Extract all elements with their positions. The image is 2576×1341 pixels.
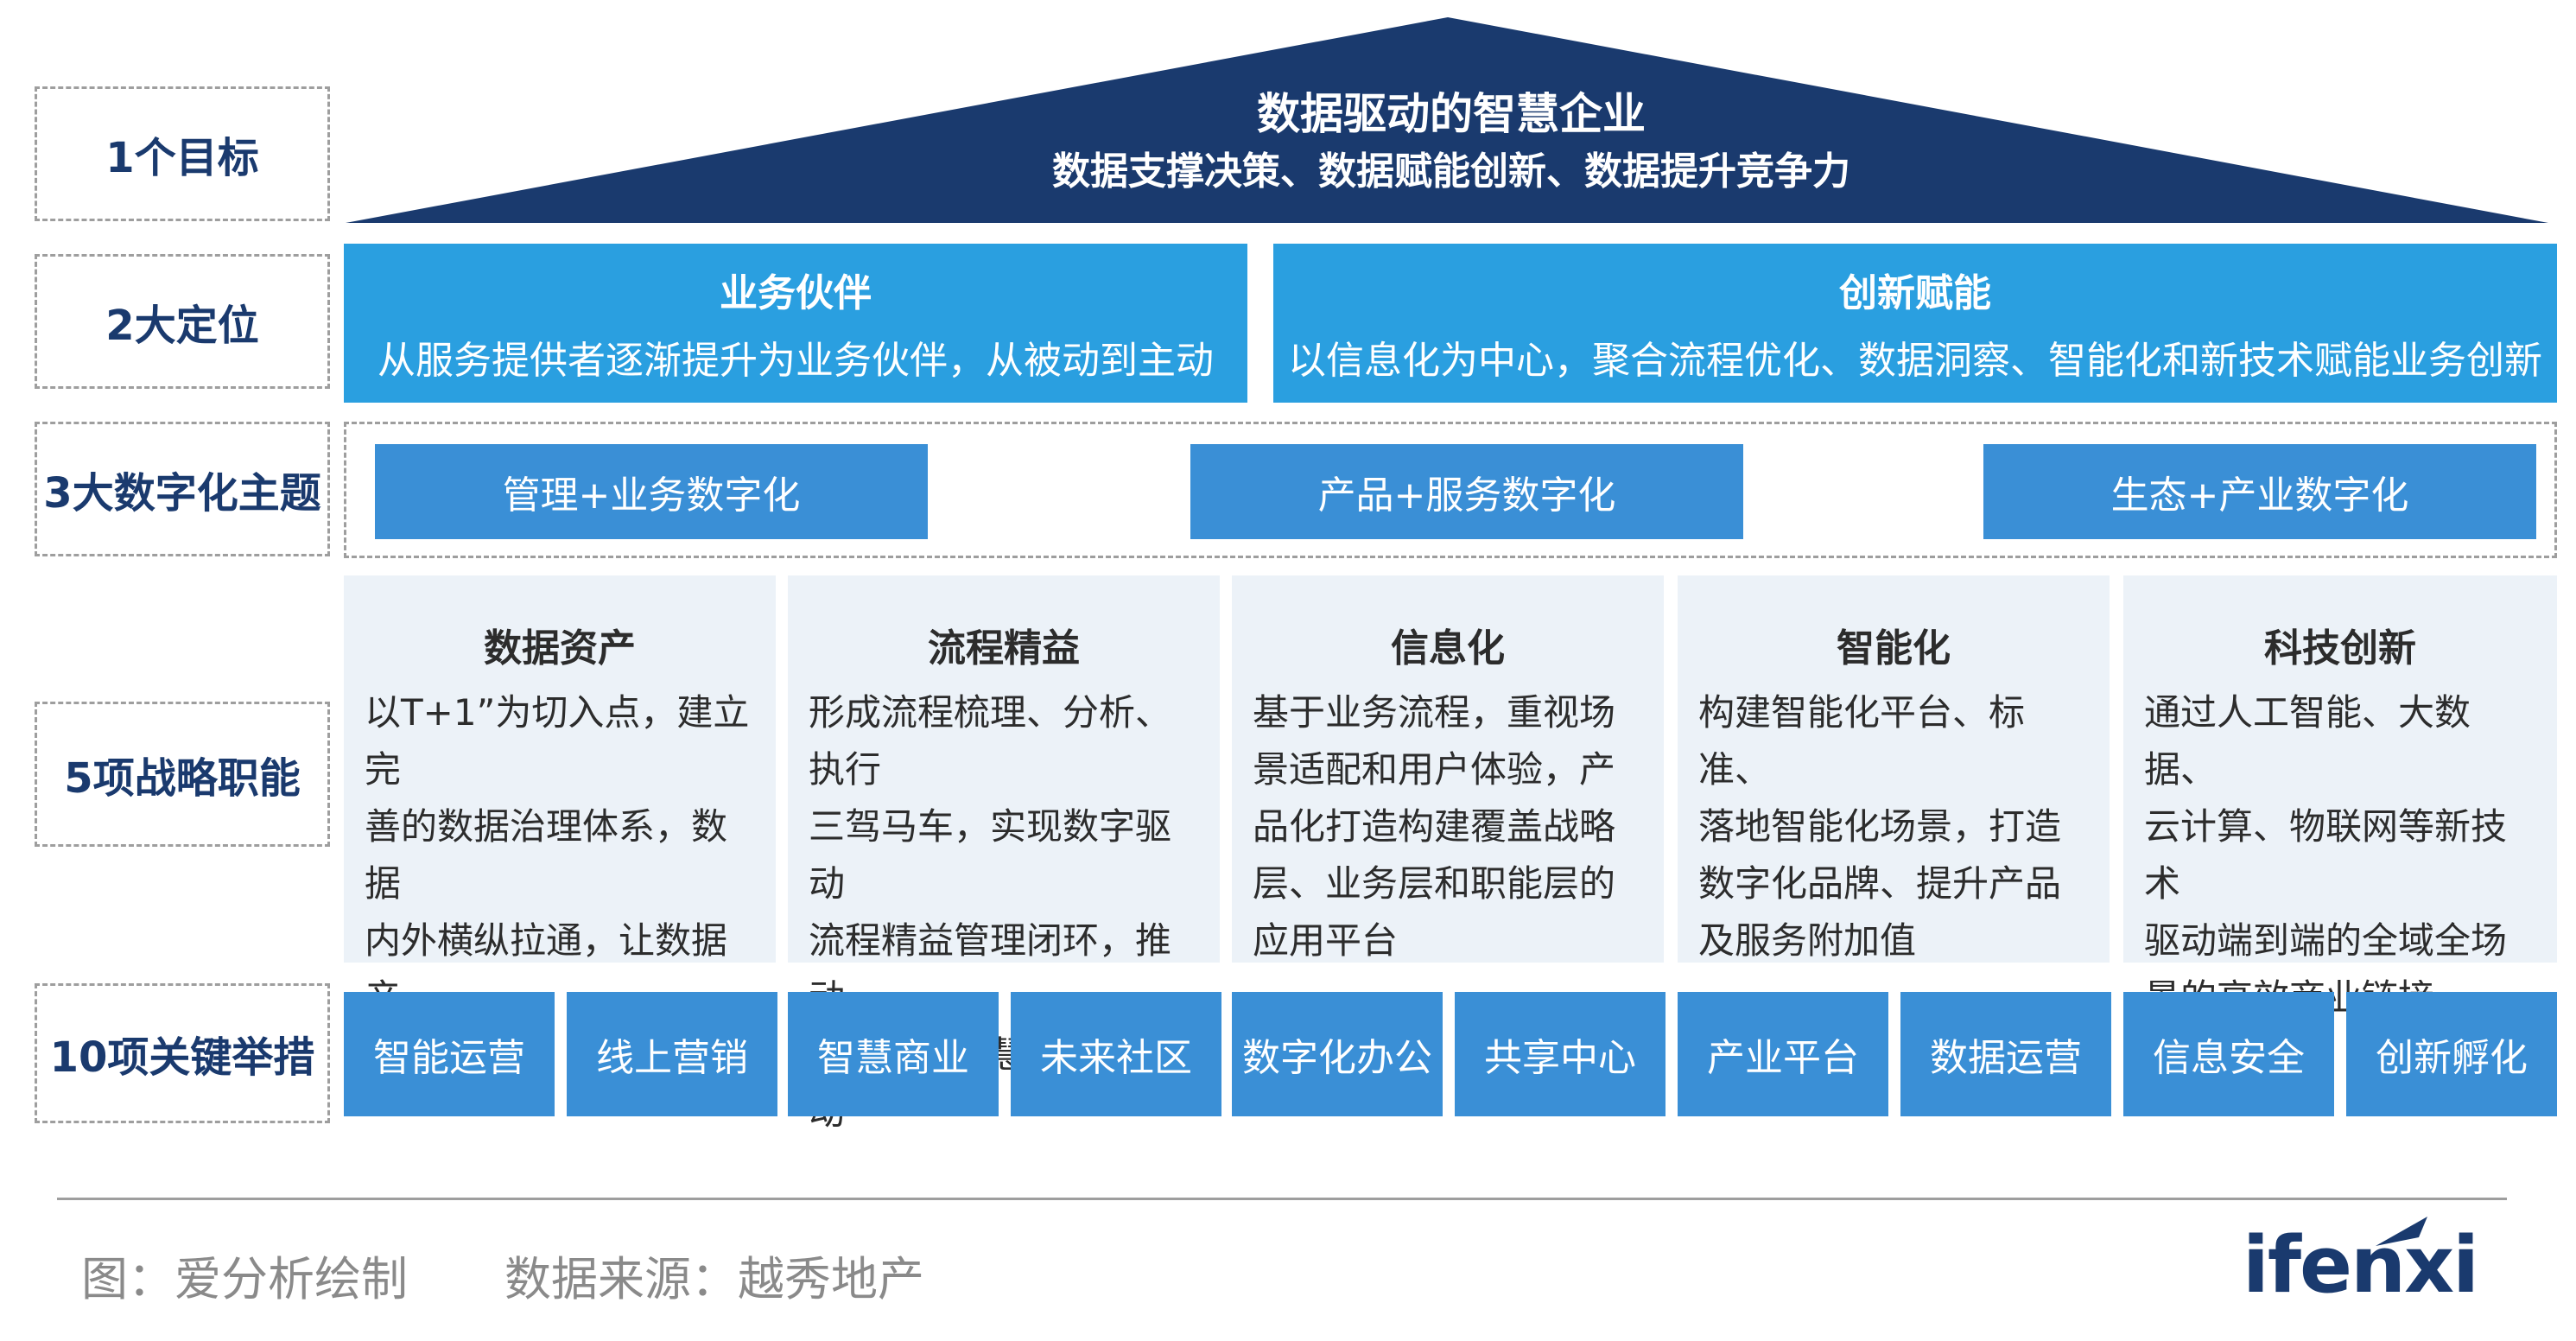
function-title: 流程精益 bbox=[928, 626, 1080, 670]
function-desc: 基于业务流程，重视场 景适配和用户体验，产 品化打造构建覆盖战略 层、业务层和职… bbox=[1253, 691, 1616, 962]
theme-ecosystem: 生态+产业数字化 bbox=[1983, 444, 2536, 539]
function-tech-innovation: 科技创新 通过人工智能、大数据、 云计算、物联网等新技术 驱动端到端的全域全场 … bbox=[2123, 575, 2557, 1019]
label-functions: 5项战略职能 bbox=[35, 702, 330, 847]
label-positioning: 2大定位 bbox=[35, 254, 330, 389]
function-title: 信息化 bbox=[1391, 626, 1505, 670]
measure-item: 数据运营 bbox=[1900, 992, 2111, 1116]
footer-divider bbox=[57, 1198, 2507, 1200]
position-desc: 从服务提供者逐渐提升为业务伙伴，从被动到主动 bbox=[378, 339, 1214, 383]
goal-title: 数据驱动的智慧企业 bbox=[1257, 89, 1646, 139]
measure-item: 线上营销 bbox=[567, 992, 777, 1116]
function-data-assets: 数据资产 以T+1”为切入点，建立完 善的数据治理体系，数据 内外横纵拉通，让数… bbox=[344, 575, 776, 1076]
function-desc: 通过人工智能、大数据、 云计算、物联网等新技术 驱动端到端的全域全场 景的高效商… bbox=[2144, 691, 2508, 1019]
theme-management: 管理+业务数字化 bbox=[375, 444, 928, 539]
position-business-partner: 业务伙伴 从服务提供者逐渐提升为业务伙伴，从被动到主动 bbox=[344, 244, 1247, 403]
function-title: 科技创新 bbox=[2264, 626, 2416, 670]
position-innovation: 创新赋能 以信息化为中心，聚合流程优化、数据洞察、智能化和新技术赋能业务创新 bbox=[1273, 244, 2557, 403]
label-themes: 3大数字化主题 bbox=[35, 422, 330, 556]
measure-item: 未来社区 bbox=[1011, 992, 1221, 1116]
label-goal: 1个目标 bbox=[35, 86, 330, 221]
label-measures: 10项关键举措 bbox=[35, 983, 330, 1123]
measure-item: 创新孵化 bbox=[2346, 992, 2557, 1116]
function-intelligence: 智能化 构建智能化平台、标准、 落地智能化场景，打造 数字化品牌、提升产品 及服… bbox=[1678, 575, 2110, 963]
theme-product: 产品+服务数字化 bbox=[1190, 444, 1743, 539]
goal-roof bbox=[346, 17, 2548, 223]
measure-item: 智慧商业 bbox=[788, 992, 999, 1116]
measure-item: 产业平台 bbox=[1678, 992, 1888, 1116]
measure-item: 智能运营 bbox=[344, 992, 555, 1116]
function-informatization: 信息化 基于业务流程，重视场 景适配和用户体验，产 品化打造构建覆盖战略 层、业… bbox=[1232, 575, 1664, 963]
themes-row bbox=[344, 422, 2557, 558]
footer-source-right: 数据来源：越秀地产 bbox=[504, 1252, 924, 1306]
position-title: 创新赋能 bbox=[1839, 271, 1991, 315]
function-desc: 构建智能化平台、标准、 落地智能化场景，打造 数字化品牌、提升产品 及服务附加值 bbox=[1698, 691, 2062, 962]
position-desc: 以信息化为中心，聚合流程优化、数据洞察、智能化和新技术赋能业务创新 bbox=[1288, 339, 2542, 383]
ifenxi-logo: ifenxi bbox=[2243, 1220, 2479, 1311]
function-process: 流程精益 形成流程梳理、分析、执行 三驾马车，实现数字驱动 流程精益管理闭环，推… bbox=[788, 575, 1220, 1133]
measure-item: 信息安全 bbox=[2123, 992, 2334, 1116]
logo-arrow-icon bbox=[2376, 1217, 2427, 1246]
measure-item: 共享中心 bbox=[1455, 992, 1666, 1116]
function-title: 智能化 bbox=[1837, 626, 1951, 670]
measure-item: 数字化办公 bbox=[1232, 992, 1443, 1116]
goal-subtitle: 数据支撑决策、数据赋能创新、数据提升竞争力 bbox=[1052, 149, 1850, 194]
position-title: 业务伙伴 bbox=[720, 271, 872, 315]
function-title: 数据资产 bbox=[484, 626, 636, 670]
footer-source-left: 图：爱分析绘制 bbox=[81, 1252, 408, 1306]
